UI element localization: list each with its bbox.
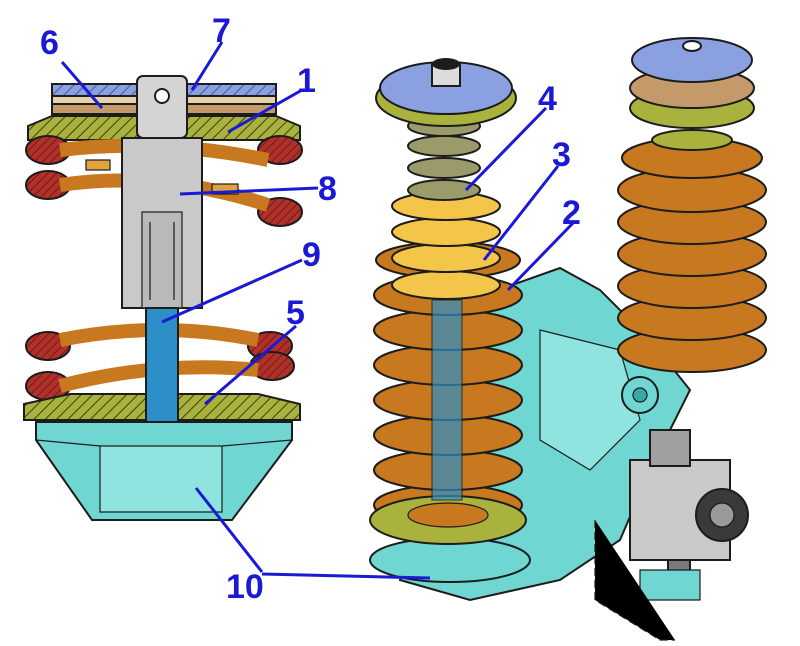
left-bottom-washer — [369, 299, 527, 545]
label-1: 1 — [297, 62, 316, 100]
leader-6 — [60, 61, 104, 109]
right-top-stack — [629, 37, 755, 129]
label-3: 3 — [552, 136, 571, 174]
label-9: 9 — [302, 236, 321, 274]
label-5: 5 — [286, 294, 305, 332]
label-10: 10 — [226, 568, 264, 606]
label-8: 8 — [318, 170, 337, 208]
leader-5 — [204, 324, 297, 406]
leader-10-a — [194, 487, 264, 573]
left-top-cap — [375, 58, 517, 127]
label-2: 2 — [562, 194, 581, 232]
spring-left-middle — [391, 191, 501, 300]
leader-8 — [179, 186, 319, 196]
leader-1 — [227, 88, 303, 134]
valve-block — [594, 429, 749, 641]
bottom-cup — [35, 421, 293, 521]
sectional-view — [23, 75, 303, 521]
label-4: 4 — [538, 80, 557, 118]
leader-3 — [482, 165, 560, 261]
leader-2 — [506, 220, 576, 292]
label-6: 6 — [40, 24, 59, 62]
part-number-labels: 6 7 1 8 9 5 10 4 3 2 — [40, 12, 581, 606]
leader-7 — [190, 41, 224, 91]
isometric-view — [369, 37, 767, 641]
leader-9 — [161, 258, 303, 324]
label-leaders — [60, 41, 576, 580]
label-7: 7 — [212, 12, 231, 50]
leader-10-b — [261, 572, 431, 580]
guide-rod-upper — [121, 75, 203, 309]
spring-right — [617, 129, 767, 373]
leader-4 — [464, 106, 548, 192]
